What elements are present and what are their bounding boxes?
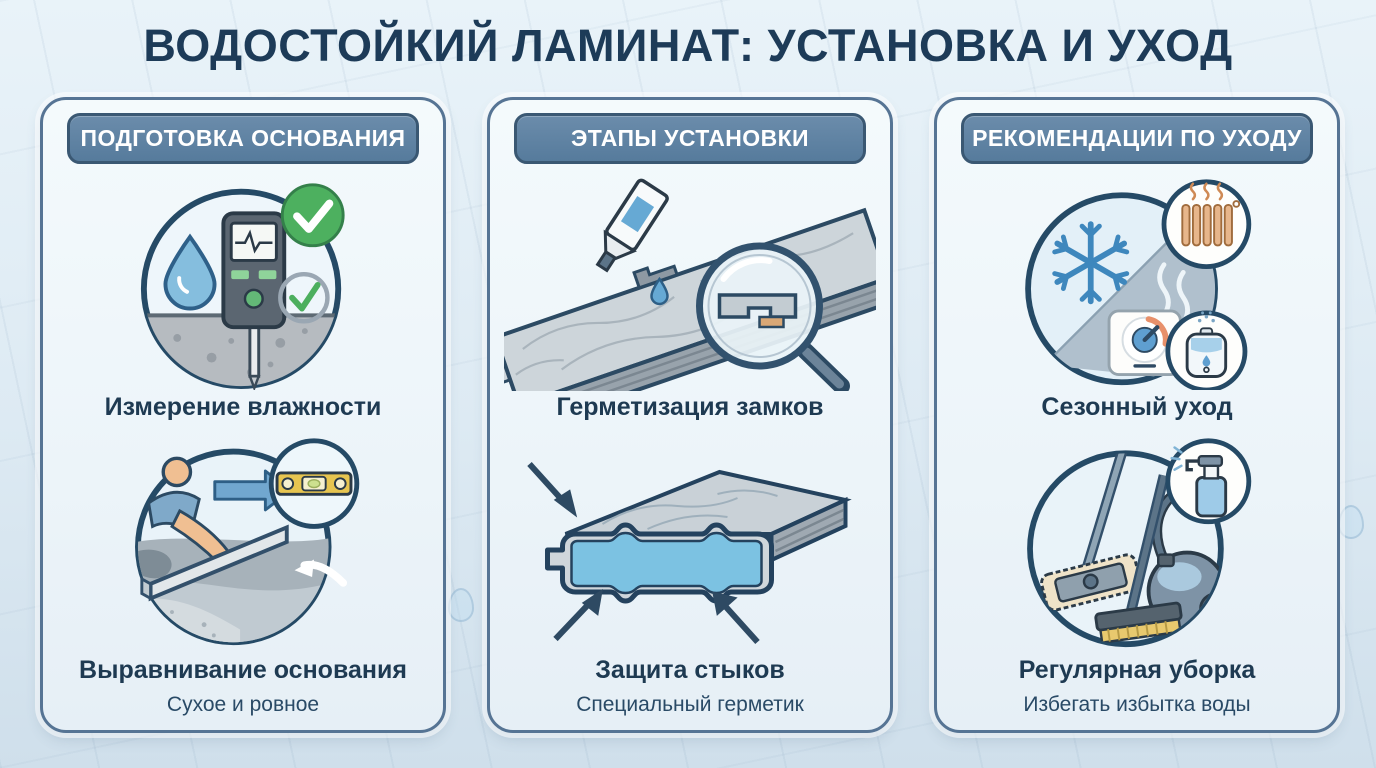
section-caption: Измерение влажности [104,393,382,421]
card-header: ПОДГОТОВКА ОСНОВАНИЯ [67,113,419,164]
radiator-icon [1161,179,1252,270]
arrow-up-left-icon [294,559,348,587]
plank-cross-section [545,470,852,604]
magnifier-icon [696,242,850,391]
joint-protection-icon [527,462,852,645]
floor-leveling-icon [135,438,360,646]
check-outline-icon [277,271,330,324]
glue-tube-icon [595,178,669,273]
moisture-meter-icon [140,183,345,390]
spirit-level-icon [268,438,360,530]
spray-bottle-icon [1165,438,1252,525]
card-header: ЭТАПЫ УСТАНОВКИ [514,113,866,164]
card-installation-stages: ЭТАПЫ УСТАНОВКИ [487,97,893,733]
section-caption: Выравнивание основания [79,656,407,685]
section-caption: Герметизация замков [556,393,824,421]
screed-floor [137,491,329,643]
section-subcaption: Специальный герметик [576,692,804,716]
check-badge-icon [280,183,345,248]
steam-icon [1157,262,1191,325]
seasonal-care-illustration [1013,174,1261,392]
floor-leveling-illustration [118,433,368,651]
glue-drop-icon [650,276,669,306]
section-caption: Регулярная уборка [1018,656,1256,685]
thermostat-icon [1107,309,1182,377]
card-header: РЕКОМЕНДАЦИИ ПО УХОДУ [961,113,1313,164]
scrub-brush-icon [1094,474,1183,645]
seasonal-care-icon [1025,179,1252,390]
moisture-meter-illustration [131,174,356,392]
section-caption: Защита стыков [595,656,785,685]
regular-cleaning-illustration [1013,433,1261,651]
water-droplet [448,588,474,622]
lock-sealing-illustration [504,174,876,392]
screed-bar [140,524,289,602]
cards-row: ПОДГОТОВКА ОСНОВАНИЯ [40,97,1340,733]
worker-head [161,456,193,488]
card-care-recommendations: РЕКОМЕНДАЦИИ ПО УХОДУ [934,97,1340,733]
regular-cleaning-icon [1027,438,1252,648]
joint-protection-illustration [504,433,876,651]
pressure-arrows [527,462,760,645]
card-base-preparation: ПОДГОТОВКА ОСНОВАНИЯ [40,97,446,733]
section-subcaption: Сухое и ровное [166,692,320,716]
page-title: ВОДОСТОЙКИЙ ЛАМИНАТ: УСТАНОВКА И УХОД [143,20,1233,71]
water-droplet [1338,505,1364,539]
humidifier-icon [1165,310,1248,390]
lock-sealing-icon [504,178,876,391]
water-drop-icon [162,233,217,311]
snowflake-icon [1052,221,1130,305]
moisture-meter-device [220,211,286,390]
section-subcaption: Избегать избытка воды [1023,692,1251,716]
section-caption: Сезонный уход [1041,393,1233,421]
